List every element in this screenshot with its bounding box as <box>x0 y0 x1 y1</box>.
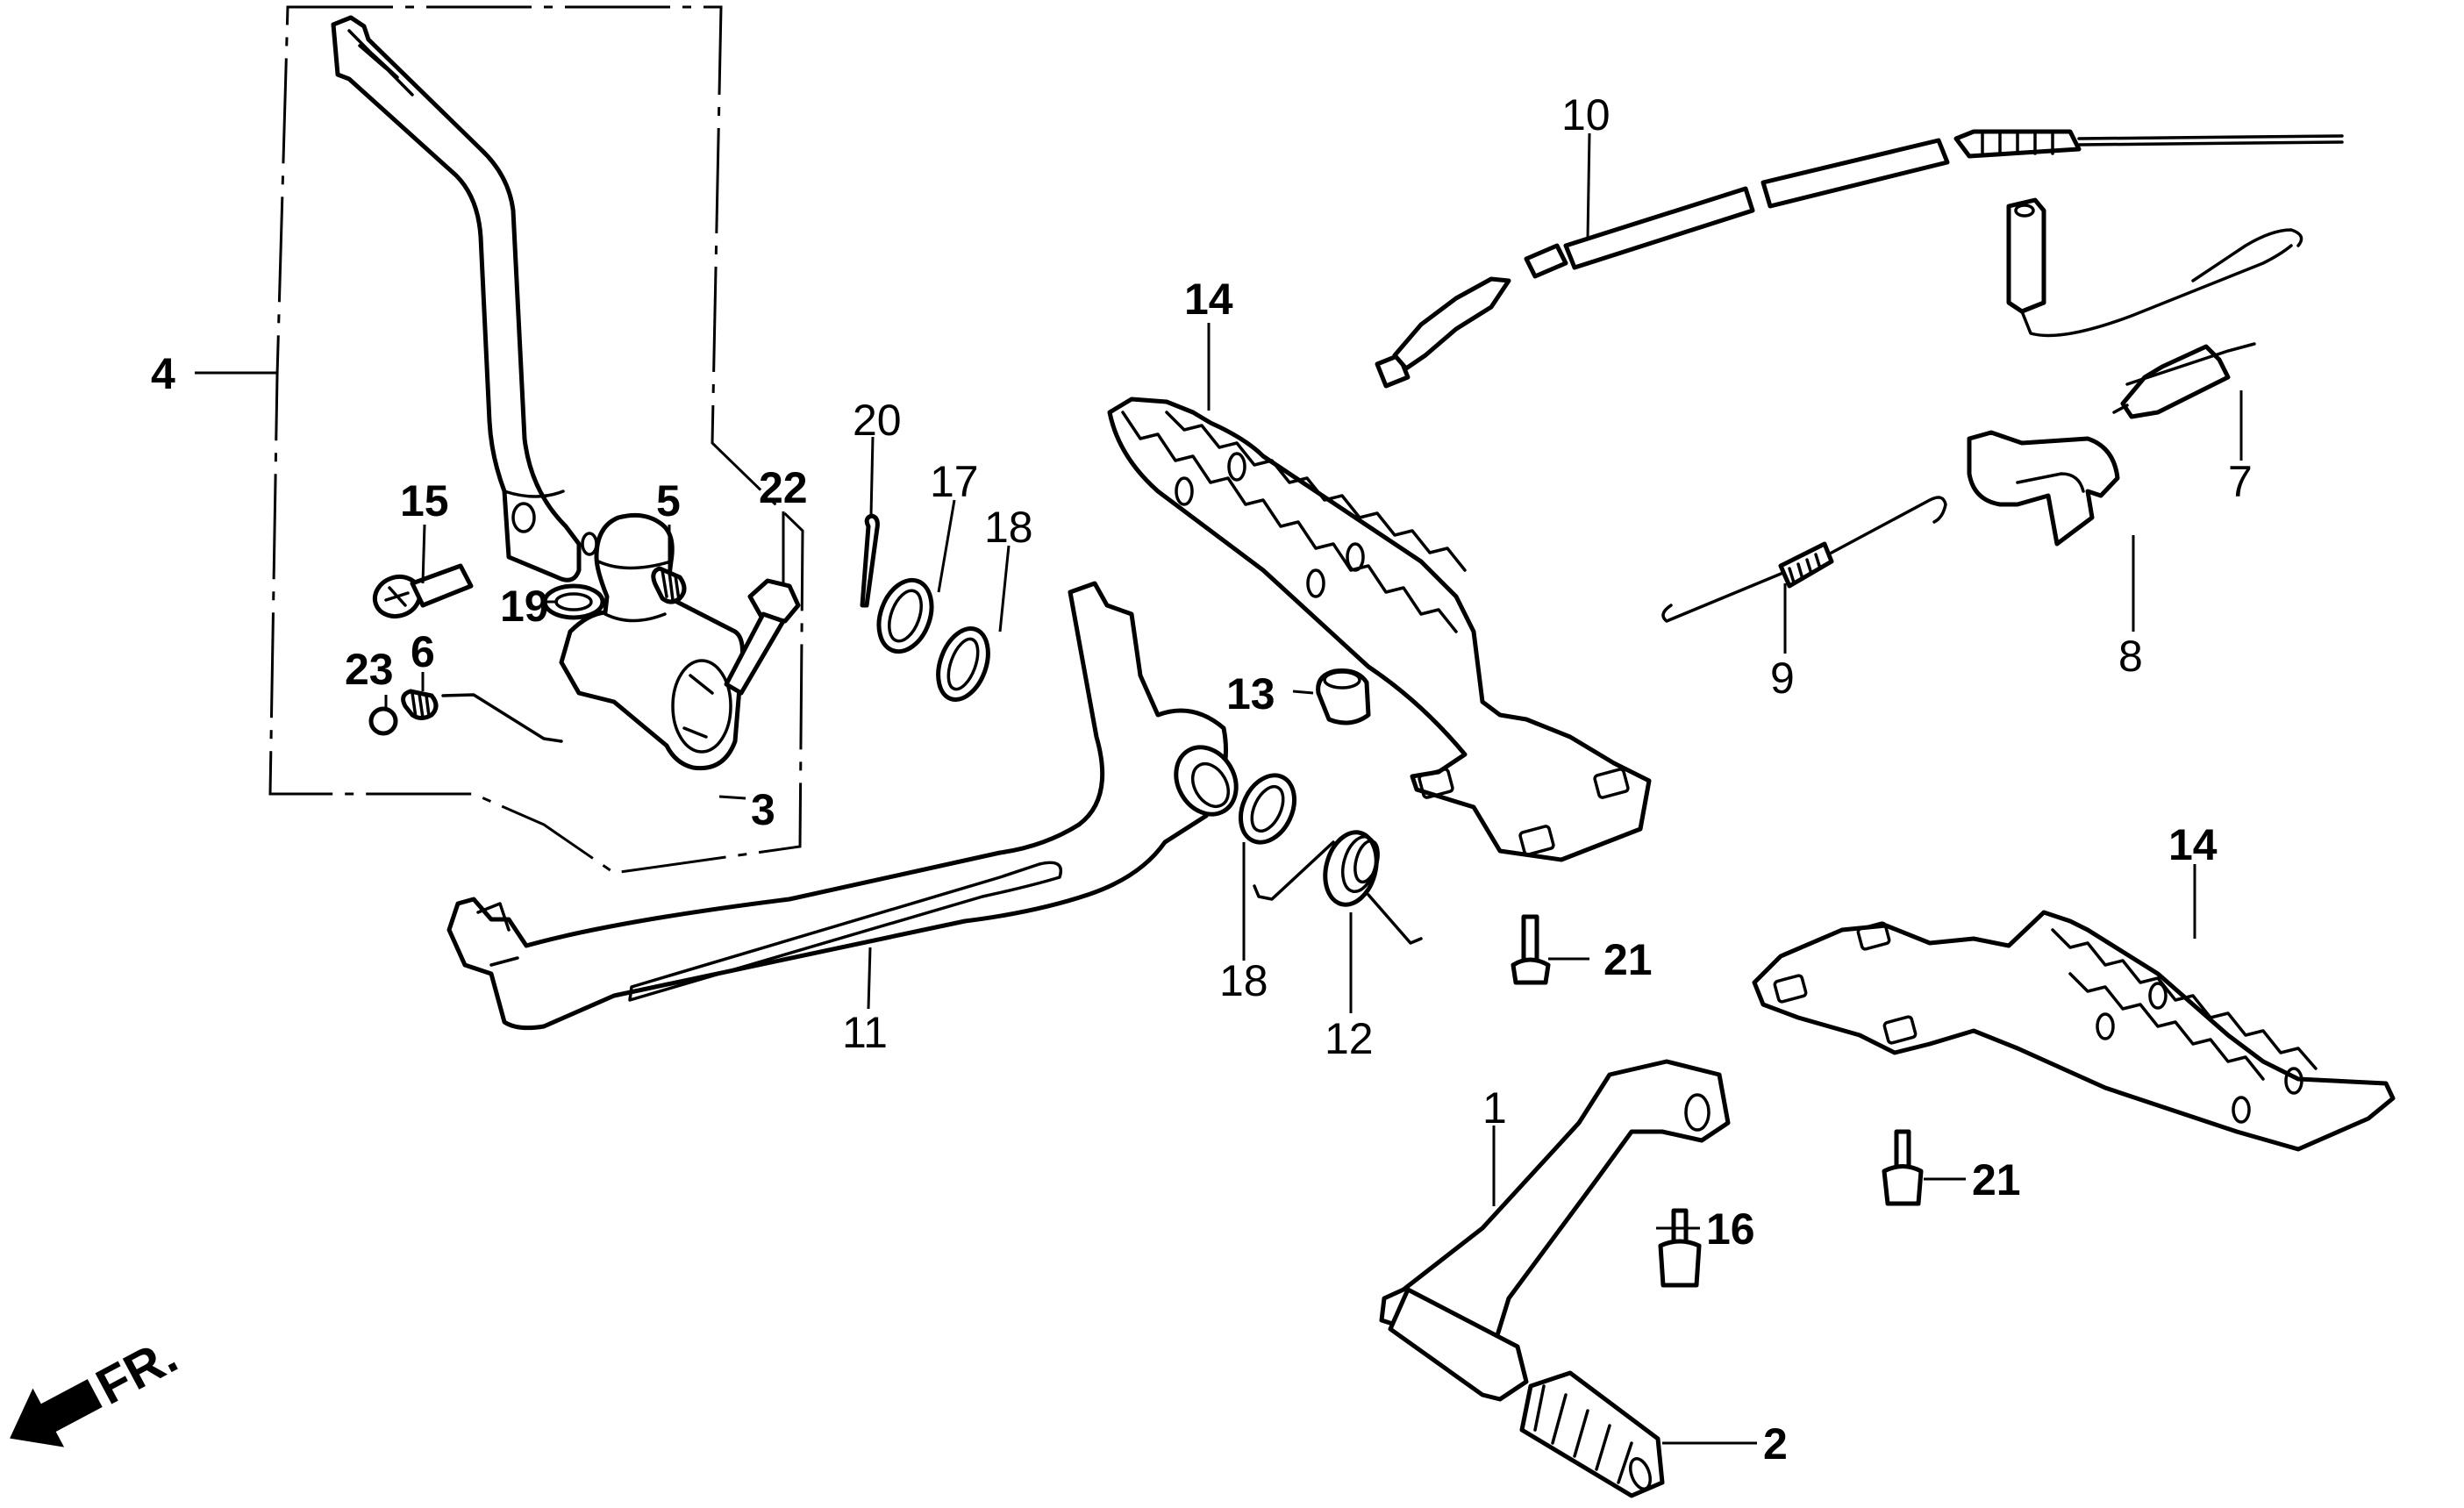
callout-15: 15 <box>400 476 449 525</box>
callout-6: 6 <box>411 627 435 676</box>
callout-9: 9 <box>1770 654 1795 703</box>
callout-7: 7 <box>2228 457 2253 506</box>
dust-seal-18-upper[interactable] <box>929 622 997 707</box>
oil-seal-17[interactable] <box>869 573 940 659</box>
flange-bolt-22[interactable] <box>724 578 801 696</box>
brake-cable-10[interactable] <box>1375 129 2344 389</box>
kick-starter-group-outline <box>268 5 804 875</box>
callout-23: 23 <box>345 645 394 694</box>
switch-stay-8[interactable] <box>1967 430 2120 547</box>
callout-20: 20 <box>853 396 902 445</box>
callout-19: 19 <box>500 582 549 631</box>
callout-2: 2 <box>1763 1419 1788 1469</box>
brake-pedal-11[interactable] <box>446 581 1248 1031</box>
return-spring-9[interactable] <box>1661 496 1947 623</box>
screw-15[interactable] <box>369 563 474 623</box>
kick-starter-joint[interactable] <box>559 512 745 771</box>
callout-labels: 4 15 5 22 20 17 18 19 23 6 3 14 13 10 7 … <box>151 90 2253 1469</box>
pedal-return-spring-12[interactable] <box>1253 826 1423 945</box>
callout-21-upper: 21 <box>1603 935 1653 984</box>
callout-12: 12 <box>1325 1014 1374 1063</box>
joint-leader <box>441 693 563 743</box>
callout-14-right: 14 <box>2168 820 2218 869</box>
footpeg-14-right[interactable] <box>1752 910 2396 1152</box>
callout-3: 3 <box>751 785 775 834</box>
callout-8: 8 <box>2118 632 2143 681</box>
callout-13: 13 <box>1226 669 1275 718</box>
front-direction-marker: FR. <box>10 1327 186 1447</box>
flange-bolt-21-lower[interactable] <box>1882 1129 1924 1206</box>
flange-bolt-16[interactable] <box>1658 1208 1702 1288</box>
front-direction-arrow-icon <box>10 1379 103 1447</box>
callout-10: 10 <box>1561 90 1611 139</box>
callout-17: 17 <box>930 457 979 506</box>
steel-ball-23[interactable] <box>368 706 398 736</box>
spring-5[interactable] <box>651 566 687 604</box>
callout-18-upper: 18 <box>984 503 1033 552</box>
gear-shift-pedal-1[interactable] <box>1379 1059 1731 1402</box>
callout-4: 4 <box>151 349 175 398</box>
front-direction-label: FR. <box>87 1327 186 1416</box>
spring-6[interactable] <box>401 689 439 720</box>
callout-18-lower: 18 <box>1219 956 1268 1005</box>
brake-light-switch-7[interactable] <box>2006 197 2303 419</box>
flange-bolt-21-upper[interactable] <box>1511 914 1551 985</box>
callout-16: 16 <box>1706 1204 1755 1254</box>
dust-seal-18-lower[interactable] <box>1231 767 1305 851</box>
kick-starter-arm[interactable] <box>331 15 598 582</box>
callout-5: 5 <box>656 476 681 525</box>
callout-1: 1 <box>1482 1083 1507 1133</box>
shift-pedal-rubber-2[interactable] <box>1519 1370 1665 1498</box>
callout-14-left: 14 <box>1184 275 1233 324</box>
cotter-pin-20[interactable] <box>860 513 880 608</box>
callout-11: 11 <box>842 1008 888 1057</box>
footpeg-14-left[interactable] <box>1107 397 1652 862</box>
callout-21-lower: 21 <box>1972 1155 2021 1204</box>
washer-19[interactable] <box>542 583 605 620</box>
callout-22: 22 <box>759 463 808 512</box>
leader-lines <box>195 132 2243 1445</box>
pedal-stopper-13[interactable] <box>1316 668 1371 725</box>
